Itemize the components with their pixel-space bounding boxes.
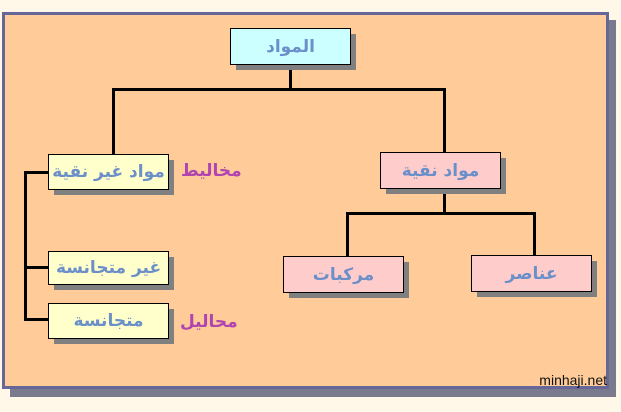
- elements-label: عناصر: [505, 263, 558, 284]
- compounds-label: مركبات: [312, 264, 375, 285]
- connector-to-pure: [443, 88, 446, 152]
- elements-node: عناصر: [471, 255, 592, 292]
- root-node: المواد: [230, 28, 351, 65]
- connector-pure-down: [443, 188, 446, 214]
- pure-substances-label: مواد نقية: [401, 160, 480, 181]
- compounds-node: مركبات: [283, 256, 404, 293]
- connector-to-impure: [112, 88, 115, 154]
- connector-level1-horizontal: [112, 88, 446, 91]
- solutions-tag: محاليل: [180, 312, 238, 332]
- connector-to-homogeneous: [24, 318, 49, 321]
- mixtures-tag: مخاليط: [181, 161, 242, 181]
- watermark: minhaji.net: [539, 372, 607, 388]
- connector-impure-stub: [24, 171, 49, 174]
- connector-to-elements: [533, 212, 536, 255]
- impure-substances-label: مواد غير نقية: [52, 162, 165, 182]
- heterogeneous-node: غير متجانسة: [48, 251, 169, 285]
- connector-root-down: [289, 64, 292, 91]
- connector-impure-vertical: [24, 171, 27, 321]
- connector-to-compounds: [346, 212, 349, 256]
- homogeneous-label: متجانسة: [73, 311, 144, 331]
- connector-to-heterogeneous: [24, 266, 49, 269]
- heterogeneous-label: غير متجانسة: [55, 258, 162, 278]
- impure-substances-node: مواد غير نقية: [48, 154, 169, 190]
- homogeneous-node: متجانسة: [48, 303, 169, 339]
- connector-level2-horizontal: [346, 212, 536, 215]
- root-node-label: المواد: [266, 36, 315, 57]
- pure-substances-node: مواد نقية: [380, 152, 501, 189]
